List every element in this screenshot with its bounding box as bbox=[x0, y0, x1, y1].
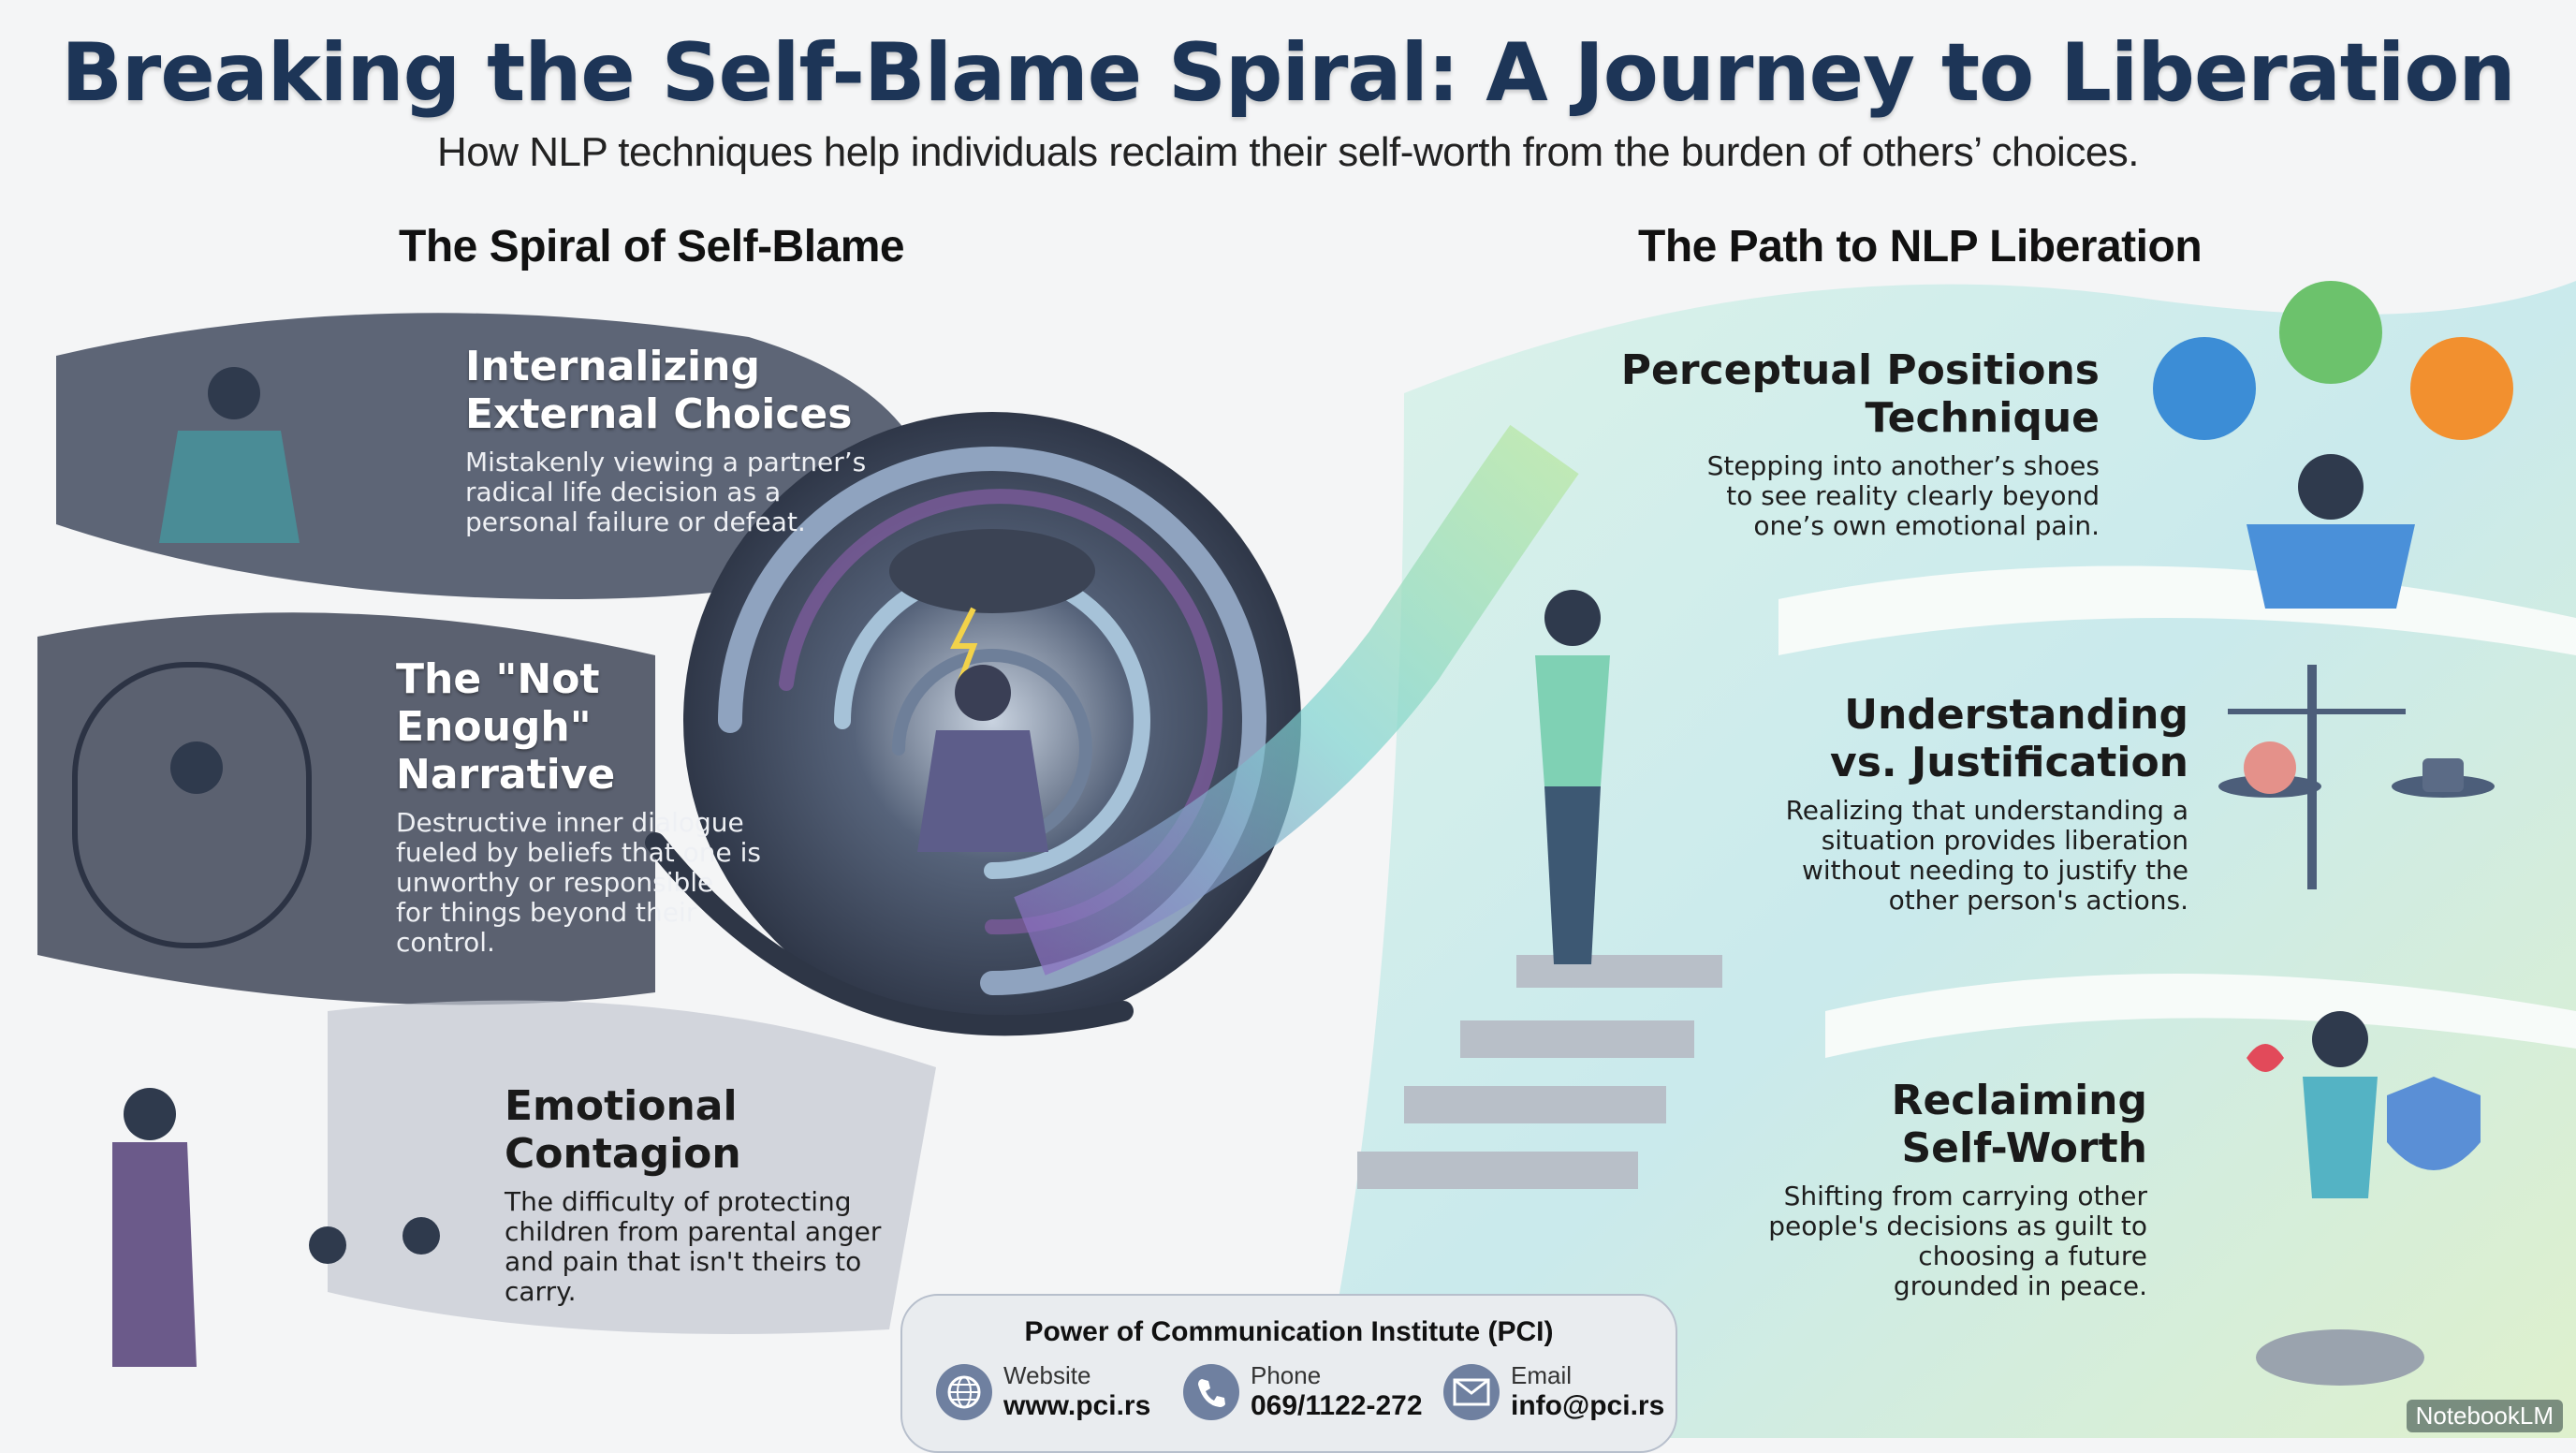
right-section-heading: The Path to NLP Liberation bbox=[1638, 222, 2203, 272]
left-figures bbox=[72, 367, 440, 1367]
email-link[interactable]: info@pci.rs bbox=[1511, 1390, 1665, 1421]
website-link[interactable]: www.pci.rs bbox=[1003, 1390, 1151, 1421]
contact-footer: Power of Communication Institute (PCI) W… bbox=[900, 1294, 1677, 1453]
contact-label: Website bbox=[1003, 1361, 1091, 1389]
card-title: Self-Worth bbox=[1901, 1124, 2147, 1172]
notebooklm-badge: NotebookLM bbox=[2406, 1400, 2563, 1432]
card-body: Realizing that understanding a bbox=[1785, 795, 2188, 826]
card-title: Technique bbox=[1865, 394, 2100, 442]
card-body: personal failure or defeat. bbox=[465, 506, 806, 537]
mail-icon bbox=[1443, 1363, 1500, 1420]
card-body: and pain that isn't theirs to bbox=[505, 1246, 862, 1277]
contact-label: Phone bbox=[1251, 1361, 1322, 1389]
card-title: Perceptual Positions bbox=[1620, 346, 2100, 394]
card-title: External Choices bbox=[465, 390, 853, 438]
card-title: vs. Justification bbox=[1830, 739, 2188, 786]
card-title: Understanding bbox=[1844, 691, 2188, 739]
card-body: grounded in peace. bbox=[1893, 1270, 2147, 1301]
page-subtitle: How NLP techniques help individuals recl… bbox=[436, 129, 2140, 175]
card-body: children from parental anger bbox=[505, 1216, 882, 1247]
reclaiming-woman-illustration bbox=[2247, 1011, 2481, 1386]
phone-icon bbox=[1183, 1363, 1239, 1420]
card-body: situation provides liberation bbox=[1821, 825, 2188, 856]
organization-name: Power of Communication Institute (PCI) bbox=[1024, 1316, 1554, 1347]
card-title: Reclaiming bbox=[1891, 1077, 2147, 1124]
card-body: Destructive inner dialogue bbox=[396, 807, 744, 838]
person-in-spiral-illustration bbox=[917, 665, 1048, 852]
card-body: control. bbox=[396, 927, 495, 958]
card-body: unworthy or responsible bbox=[396, 867, 714, 898]
self-blame-swirl bbox=[37, 313, 1579, 1334]
card-body: Stepping into another’s shoes bbox=[1706, 450, 2100, 481]
card-body: The difficulty of protecting bbox=[505, 1186, 852, 1217]
card-title: The "Not bbox=[396, 655, 600, 703]
card-title: Narrative bbox=[396, 751, 616, 799]
card-body: for things beyond their bbox=[396, 897, 697, 928]
card-title: Contagion bbox=[505, 1130, 741, 1178]
phone-number[interactable]: 069/1122-272 bbox=[1251, 1390, 1423, 1421]
card-body: Mistakenly viewing a partner’s bbox=[465, 447, 867, 477]
card-title: Internalizing bbox=[465, 343, 760, 390]
contact-label: Email bbox=[1511, 1361, 1573, 1389]
card-body: other person's actions. bbox=[1888, 885, 2188, 916]
globe-icon bbox=[936, 1363, 992, 1420]
card-body: radical life decision as a bbox=[465, 477, 782, 507]
card-body: choosing a future bbox=[1918, 1240, 2147, 1271]
page-title: Breaking the Self-Blame Spiral: A Journe… bbox=[61, 26, 2515, 120]
perceptual-positions-illustration bbox=[2153, 281, 2513, 609]
card-body: fueled by beliefs that one is bbox=[396, 837, 762, 868]
card-body: without needing to justify the bbox=[1802, 855, 2188, 886]
card-body: Shifting from carrying other bbox=[1783, 1181, 2147, 1211]
card-body: carry. bbox=[505, 1276, 577, 1307]
card-body: people's decisions as guilt to bbox=[1768, 1211, 2147, 1241]
card-body: to see reality clearly beyond bbox=[1726, 480, 2100, 511]
card-title: Emotional bbox=[505, 1082, 738, 1130]
left-section-heading: The Spiral of Self-Blame bbox=[399, 222, 905, 272]
card-body: one’s own emotional pain. bbox=[1753, 510, 2100, 541]
card-title: Enough" bbox=[396, 703, 592, 751]
storm-cloud-icon bbox=[889, 529, 1095, 685]
scale-of-justice-illustration bbox=[2218, 665, 2495, 889]
staircase-and-woman-illustration bbox=[1357, 590, 1722, 1189]
